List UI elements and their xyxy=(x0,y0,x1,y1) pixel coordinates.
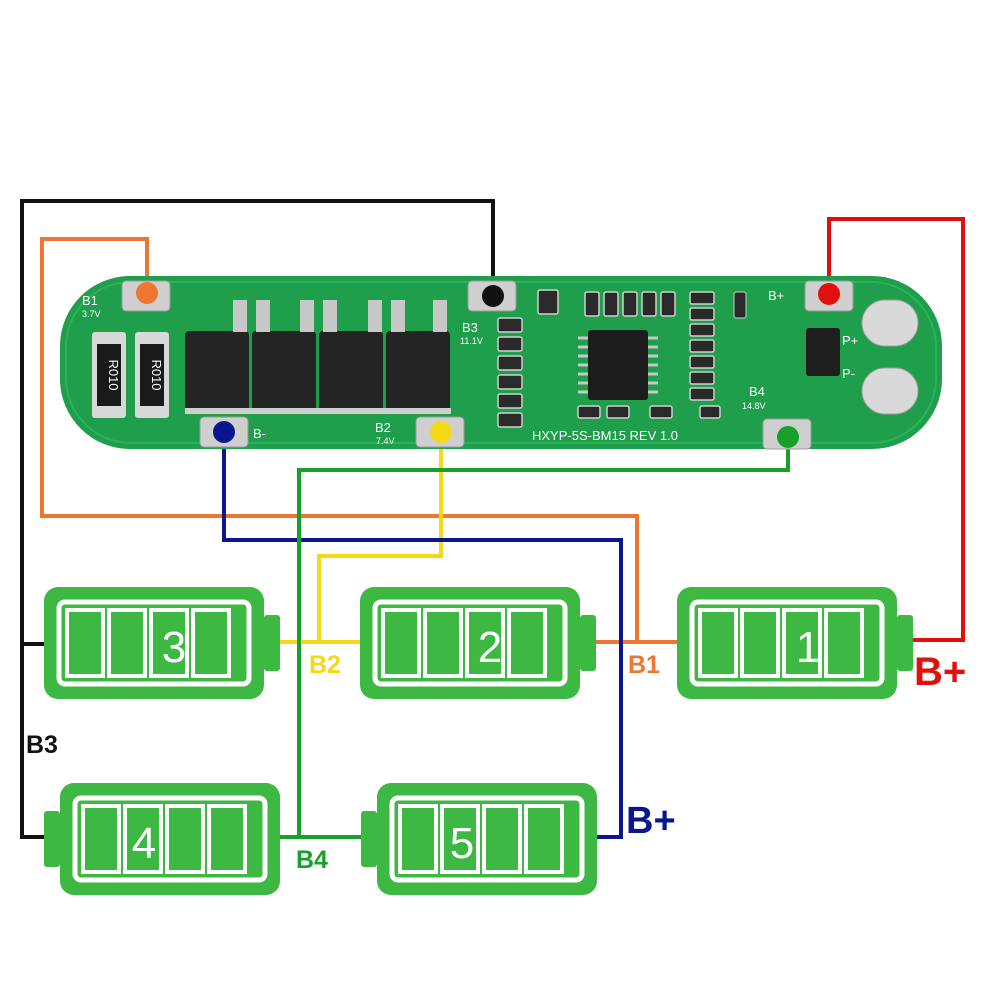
cell-2-number: 2 xyxy=(478,623,502,672)
wire-label-b3: B3 xyxy=(26,731,58,759)
pad-bminus-label: B- xyxy=(253,426,266,441)
wires xyxy=(20,199,965,839)
wire-label-bplus-blue: B+ xyxy=(626,800,676,842)
pad-b3-label: B3 xyxy=(462,320,478,335)
wire-b2-yellow xyxy=(317,432,443,642)
battery-cell-5: 5 xyxy=(361,783,597,895)
pad-dot-b1 xyxy=(136,282,158,304)
sense-resistor-2: R010 xyxy=(135,332,169,418)
wire-label-b4: B4 xyxy=(296,846,328,874)
wire-b3-black xyxy=(20,199,495,839)
mosfet-array xyxy=(185,300,451,414)
pad-b2-label: B2 xyxy=(375,420,391,435)
sense-resistor-1: R010 xyxy=(92,332,126,418)
terminal-pplus-pad xyxy=(861,299,919,347)
pad-b4-label: B4 xyxy=(749,384,765,399)
pad-dot-bminus xyxy=(213,421,235,443)
wire-label-b1: B1 xyxy=(628,651,660,679)
pad-dot-b2 xyxy=(430,421,452,443)
board-model-label: HXYP-5S-BM15 REV 1.0 xyxy=(532,428,678,443)
pad-dot-bplus xyxy=(818,283,840,305)
transistor-b-plus xyxy=(733,291,747,319)
pad-dot-b4 xyxy=(777,426,799,448)
battery-cell-3: 3 xyxy=(44,587,280,699)
cell-5-number: 5 xyxy=(450,819,474,868)
cell-3-number: 3 xyxy=(162,623,186,672)
pad-b1-label: B1 xyxy=(82,293,98,308)
wire-bplus-red xyxy=(827,217,965,642)
passive-components-left xyxy=(497,317,523,428)
bms-board: R010 R010 xyxy=(60,276,942,450)
battery-cell-4: 4 xyxy=(44,783,280,895)
wire-bminus-navy xyxy=(222,432,623,839)
pad-b2-voltage: 7.4V xyxy=(376,436,395,446)
wire-label-b2: B2 xyxy=(309,651,341,679)
cell-4-number: 4 xyxy=(132,819,156,868)
passive-components-top xyxy=(537,289,721,419)
pad-dot-b3 xyxy=(482,285,504,307)
bms-controller-ic xyxy=(578,330,658,400)
pad-b3-voltage: 11.1V xyxy=(460,336,483,346)
pad-b4-voltage: 14.8V xyxy=(742,401,766,411)
wire-b4-green xyxy=(297,437,790,837)
terminal-pminus-label: P- xyxy=(842,366,855,381)
pad-bplus-label: B+ xyxy=(768,288,784,303)
terminal-pplus-label: P+ xyxy=(842,333,858,348)
cell-1-number: 1 xyxy=(796,623,820,672)
resistor-1-marking: R010 xyxy=(106,359,121,390)
battery-cell-1: 1 xyxy=(677,587,913,699)
resistor-2-marking: R010 xyxy=(149,359,164,390)
pad-dots xyxy=(136,282,840,448)
battery-cell-2: 2 xyxy=(360,587,596,699)
terminal-pminus-pad xyxy=(861,367,919,415)
pad-b1-voltage: 3.7V xyxy=(82,309,101,319)
wire-label-bplus-red: B+ xyxy=(914,650,966,694)
output-mosfet xyxy=(806,328,840,376)
